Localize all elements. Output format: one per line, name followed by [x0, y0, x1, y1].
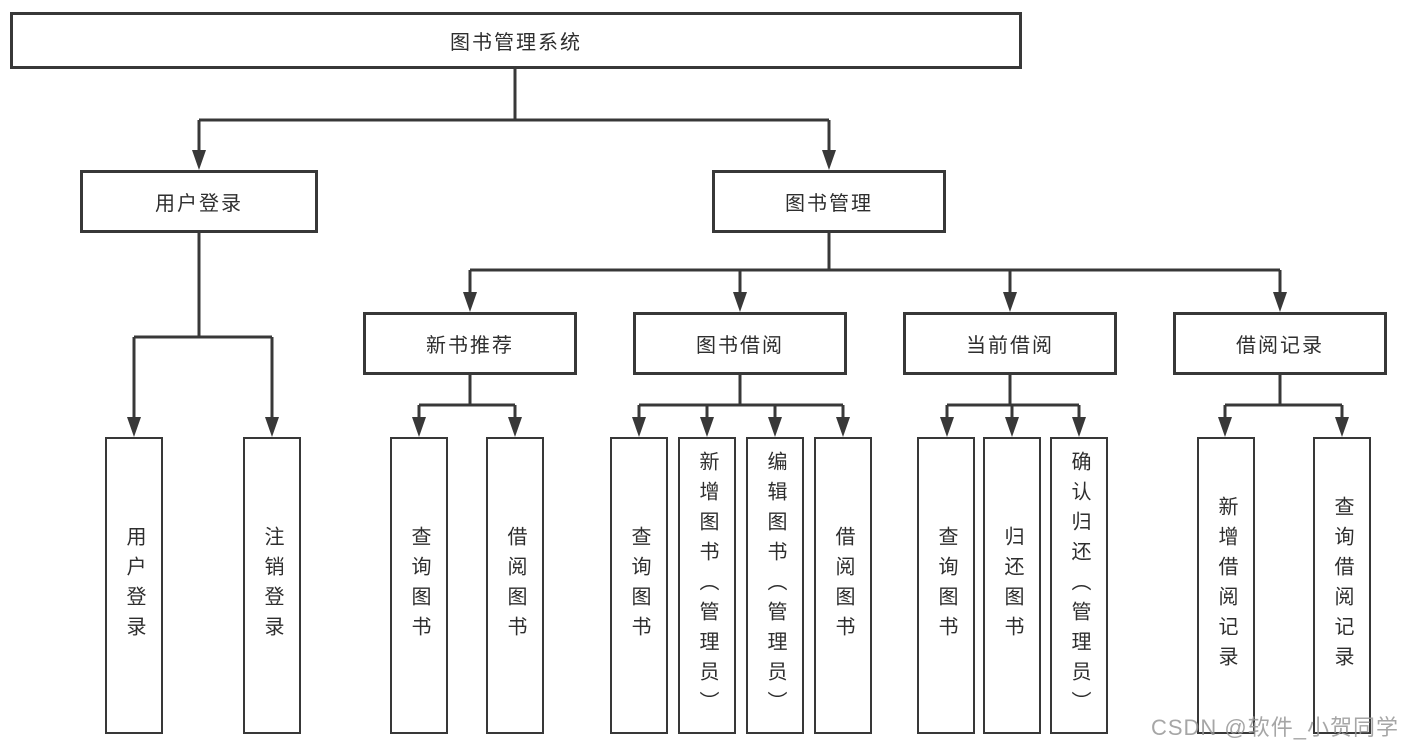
arrowhead: [1273, 292, 1287, 312]
edge-current-to-leaves: [940, 375, 1086, 437]
edge-recommend-to-leaves: [412, 375, 522, 437]
arrowhead: [463, 292, 477, 312]
arrowhead: [508, 417, 522, 437]
node-library-management-system: 图书管理系统: [10, 12, 1022, 69]
node-query-books-recommend: 查询图书: [390, 437, 448, 734]
node-query-borrow-record: 查询借阅记录: [1313, 437, 1371, 734]
arrowhead: [768, 417, 782, 437]
node-user-login: 用户登录: [105, 437, 163, 734]
arrowhead: [700, 417, 714, 437]
edge-book-mgmt-to-level3: [463, 233, 1287, 312]
node-edit-books-admin: 编辑图书（管理员）: [746, 437, 804, 734]
arrowhead: [836, 417, 850, 437]
node-new-book-recommendation: 新书推荐: [363, 312, 577, 375]
arrowhead: [733, 292, 747, 312]
arrowhead: [127, 417, 141, 437]
node-current-borrowing: 当前借阅: [903, 312, 1117, 375]
node-query-books-borrow: 查询图书: [610, 437, 668, 734]
node-add-borrow-record: 新增借阅记录: [1197, 437, 1255, 734]
arrowhead: [940, 417, 954, 437]
node-add-books-admin: 新增图书（管理员）: [678, 437, 736, 734]
node-return-books: 归还图书: [983, 437, 1041, 734]
edge-root-to-level2: [192, 69, 836, 170]
arrowhead: [1072, 417, 1086, 437]
node-book-management-group: 图书管理: [712, 170, 946, 233]
arrowhead: [265, 417, 279, 437]
node-borrow-books: 借阅图书: [814, 437, 872, 734]
arrowhead: [192, 150, 206, 170]
arrowhead: [1218, 417, 1232, 437]
edge-records-to-leaves: [1218, 375, 1349, 437]
arrowhead: [1335, 417, 1349, 437]
arrowhead: [822, 150, 836, 170]
edge-borrow-to-leaves: [632, 375, 850, 437]
node-query-books-current: 查询图书: [917, 437, 975, 734]
node-logout: 注销登录: [243, 437, 301, 734]
node-borrowing-records: 借阅记录: [1173, 312, 1387, 375]
arrowhead: [1003, 292, 1017, 312]
node-borrow-books-recommend: 借阅图书: [486, 437, 544, 734]
node-book-borrowing: 图书借阅: [633, 312, 847, 375]
arrowhead: [412, 417, 426, 437]
csdn-watermark: CSDN @软件_小贺同学: [1150, 715, 1399, 740]
arrowhead: [632, 417, 646, 437]
arrowhead: [1005, 417, 1019, 437]
edge-user-login-to-leaves: [127, 233, 279, 437]
node-user-login-group: 用户登录: [80, 170, 318, 233]
node-confirm-return-admin: 确认归还（管理员）: [1050, 437, 1108, 734]
